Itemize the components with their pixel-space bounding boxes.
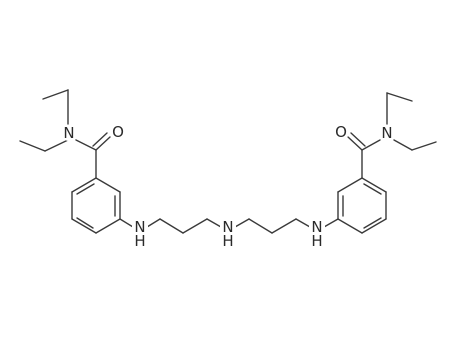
bond-skeleton bbox=[19, 89, 437, 234]
atom-nitrogen-left: N bbox=[61, 124, 77, 142]
svg-text:N: N bbox=[63, 124, 74, 142]
svg-text:NH: NH bbox=[311, 218, 322, 250]
atom-oxygen-right: O bbox=[333, 123, 349, 141]
svg-text:O: O bbox=[335, 123, 347, 141]
svg-text:NH: NH bbox=[134, 218, 145, 250]
atom-oxygen-left: O bbox=[110, 123, 126, 141]
atom-nitrogen-right: N bbox=[379, 124, 395, 142]
svg-text:N: N bbox=[381, 124, 392, 142]
svg-text:O: O bbox=[112, 123, 124, 141]
svg-text:NH: NH bbox=[222, 218, 233, 250]
